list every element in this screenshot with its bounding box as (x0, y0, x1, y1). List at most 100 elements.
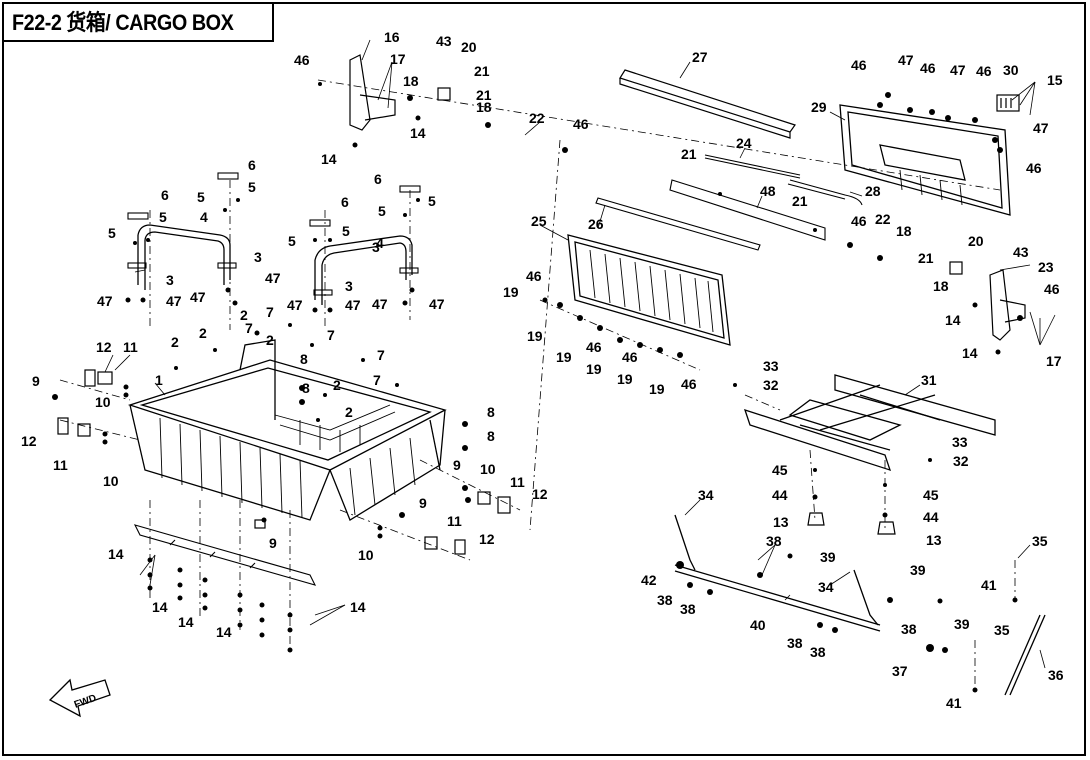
callout-12: 12 (96, 339, 112, 355)
tailgate-panel-29 (839, 104, 1011, 216)
callout-14: 14 (216, 624, 232, 640)
callout-47: 47 (166, 293, 182, 309)
callout-labels: 1 2 2 2 2 2 2 3 3 3 3 4 4 5 5 5 5 5 5 5 … (21, 29, 1064, 711)
bracket-23 (989, 269, 1026, 341)
callout-7: 7 (245, 320, 253, 336)
callout-19: 19 (503, 284, 519, 300)
callout-48: 48 (760, 183, 776, 199)
callout-21: 21 (681, 146, 697, 162)
diagram-title: F22-2 货箱/ CARGO BOX (12, 10, 234, 35)
callout-10: 10 (103, 473, 119, 489)
callout-47: 47 (345, 297, 361, 313)
callout-19: 19 (649, 381, 665, 397)
callout-11: 11 (447, 513, 462, 529)
callout-47: 47 (190, 289, 206, 305)
cable-28 (787, 179, 863, 206)
callout-8: 8 (300, 351, 308, 367)
release-rod-40 (674, 514, 881, 632)
bumpers-13 (807, 512, 896, 535)
callout-13: 13 (773, 514, 789, 530)
callout-44: 44 (923, 509, 939, 525)
callout-2: 2 (171, 334, 179, 350)
callout-7: 7 (327, 327, 335, 343)
callout-39: 39 (910, 562, 926, 578)
callout-46: 46 (1044, 281, 1060, 297)
callout-47: 47 (429, 296, 445, 312)
callout-18: 18 (933, 278, 949, 294)
rail-caps (127, 172, 421, 296)
leader-lines (104, 39, 1056, 669)
callout-13: 13 (926, 532, 942, 548)
callout-38: 38 (680, 601, 696, 617)
callout-3: 3 (345, 278, 353, 294)
callout-47: 47 (97, 293, 113, 309)
mount-frame-31 (743, 374, 996, 472)
callout-46: 46 (851, 57, 867, 73)
callout-35: 35 (994, 622, 1010, 638)
callout-47: 47 (1033, 120, 1049, 136)
callout-10: 10 (480, 461, 496, 477)
fwd-arrow-icon (48, 678, 111, 718)
callout-21: 21 (474, 63, 490, 79)
callout-14: 14 (945, 312, 961, 328)
callout-12: 12 (532, 486, 548, 502)
callout-38: 38 (766, 533, 782, 549)
callout-22: 22 (875, 211, 891, 227)
callout-21: 21 (476, 87, 492, 103)
fwd-label: FWD (73, 693, 98, 711)
callout-9: 9 (419, 495, 427, 511)
bar-48 (669, 179, 826, 241)
bracket-16 (349, 54, 396, 131)
callout-14: 14 (350, 599, 366, 615)
callout-15: 15 (1047, 72, 1063, 88)
callout-38: 38 (657, 592, 673, 608)
callout-38: 38 (810, 644, 826, 660)
callout-9: 9 (32, 373, 40, 389)
callout-9: 9 (453, 457, 461, 473)
callout-40: 40 (750, 617, 766, 633)
callout-24: 24 (736, 135, 752, 151)
callout-44: 44 (772, 487, 788, 503)
callout-43: 43 (436, 33, 452, 49)
callout-39: 39 (954, 616, 970, 632)
callout-46: 46 (573, 116, 589, 132)
callout-43: 43 (1013, 244, 1029, 260)
callout-33: 33 (763, 358, 779, 374)
callout-19: 19 (586, 361, 602, 377)
callout-3: 3 (254, 249, 262, 265)
callout-36: 36 (1048, 667, 1064, 683)
callout-2: 2 (240, 307, 248, 323)
callout-12: 12 (21, 433, 37, 449)
rod-26 (595, 197, 761, 251)
callout-6: 6 (248, 157, 256, 173)
callout-38: 38 (787, 635, 803, 651)
callout-41: 41 (946, 695, 962, 711)
callout-5: 5 (288, 233, 296, 249)
callout-46: 46 (851, 213, 867, 229)
callout-5: 5 (159, 209, 167, 225)
callout-11: 11 (123, 339, 138, 355)
callout-47: 47 (265, 270, 281, 286)
callout-27: 27 (692, 49, 708, 65)
callout-47: 47 (372, 296, 388, 312)
cable-24 (704, 154, 801, 179)
callout-5: 5 (108, 225, 116, 241)
callout-32: 32 (763, 377, 779, 393)
callout-3: 3 (372, 239, 380, 255)
callout-2: 2 (199, 325, 207, 341)
callout-7: 7 (373, 372, 381, 388)
callout-46: 46 (1026, 160, 1042, 176)
callout-14: 14 (108, 546, 124, 562)
callout-18: 18 (896, 223, 912, 239)
callout-11: 11 (510, 474, 525, 490)
callout-11: 11 (53, 457, 68, 473)
callout-5: 5 (342, 223, 350, 239)
callout-33: 33 (952, 434, 968, 450)
callout-8: 8 (487, 404, 495, 420)
callout-39: 39 (820, 549, 836, 565)
callout-19: 19 (617, 371, 633, 387)
callout-8: 8 (302, 380, 310, 396)
callout-3: 3 (166, 272, 174, 288)
callout-2: 2 (266, 332, 274, 348)
callout-22: 22 (529, 110, 545, 126)
